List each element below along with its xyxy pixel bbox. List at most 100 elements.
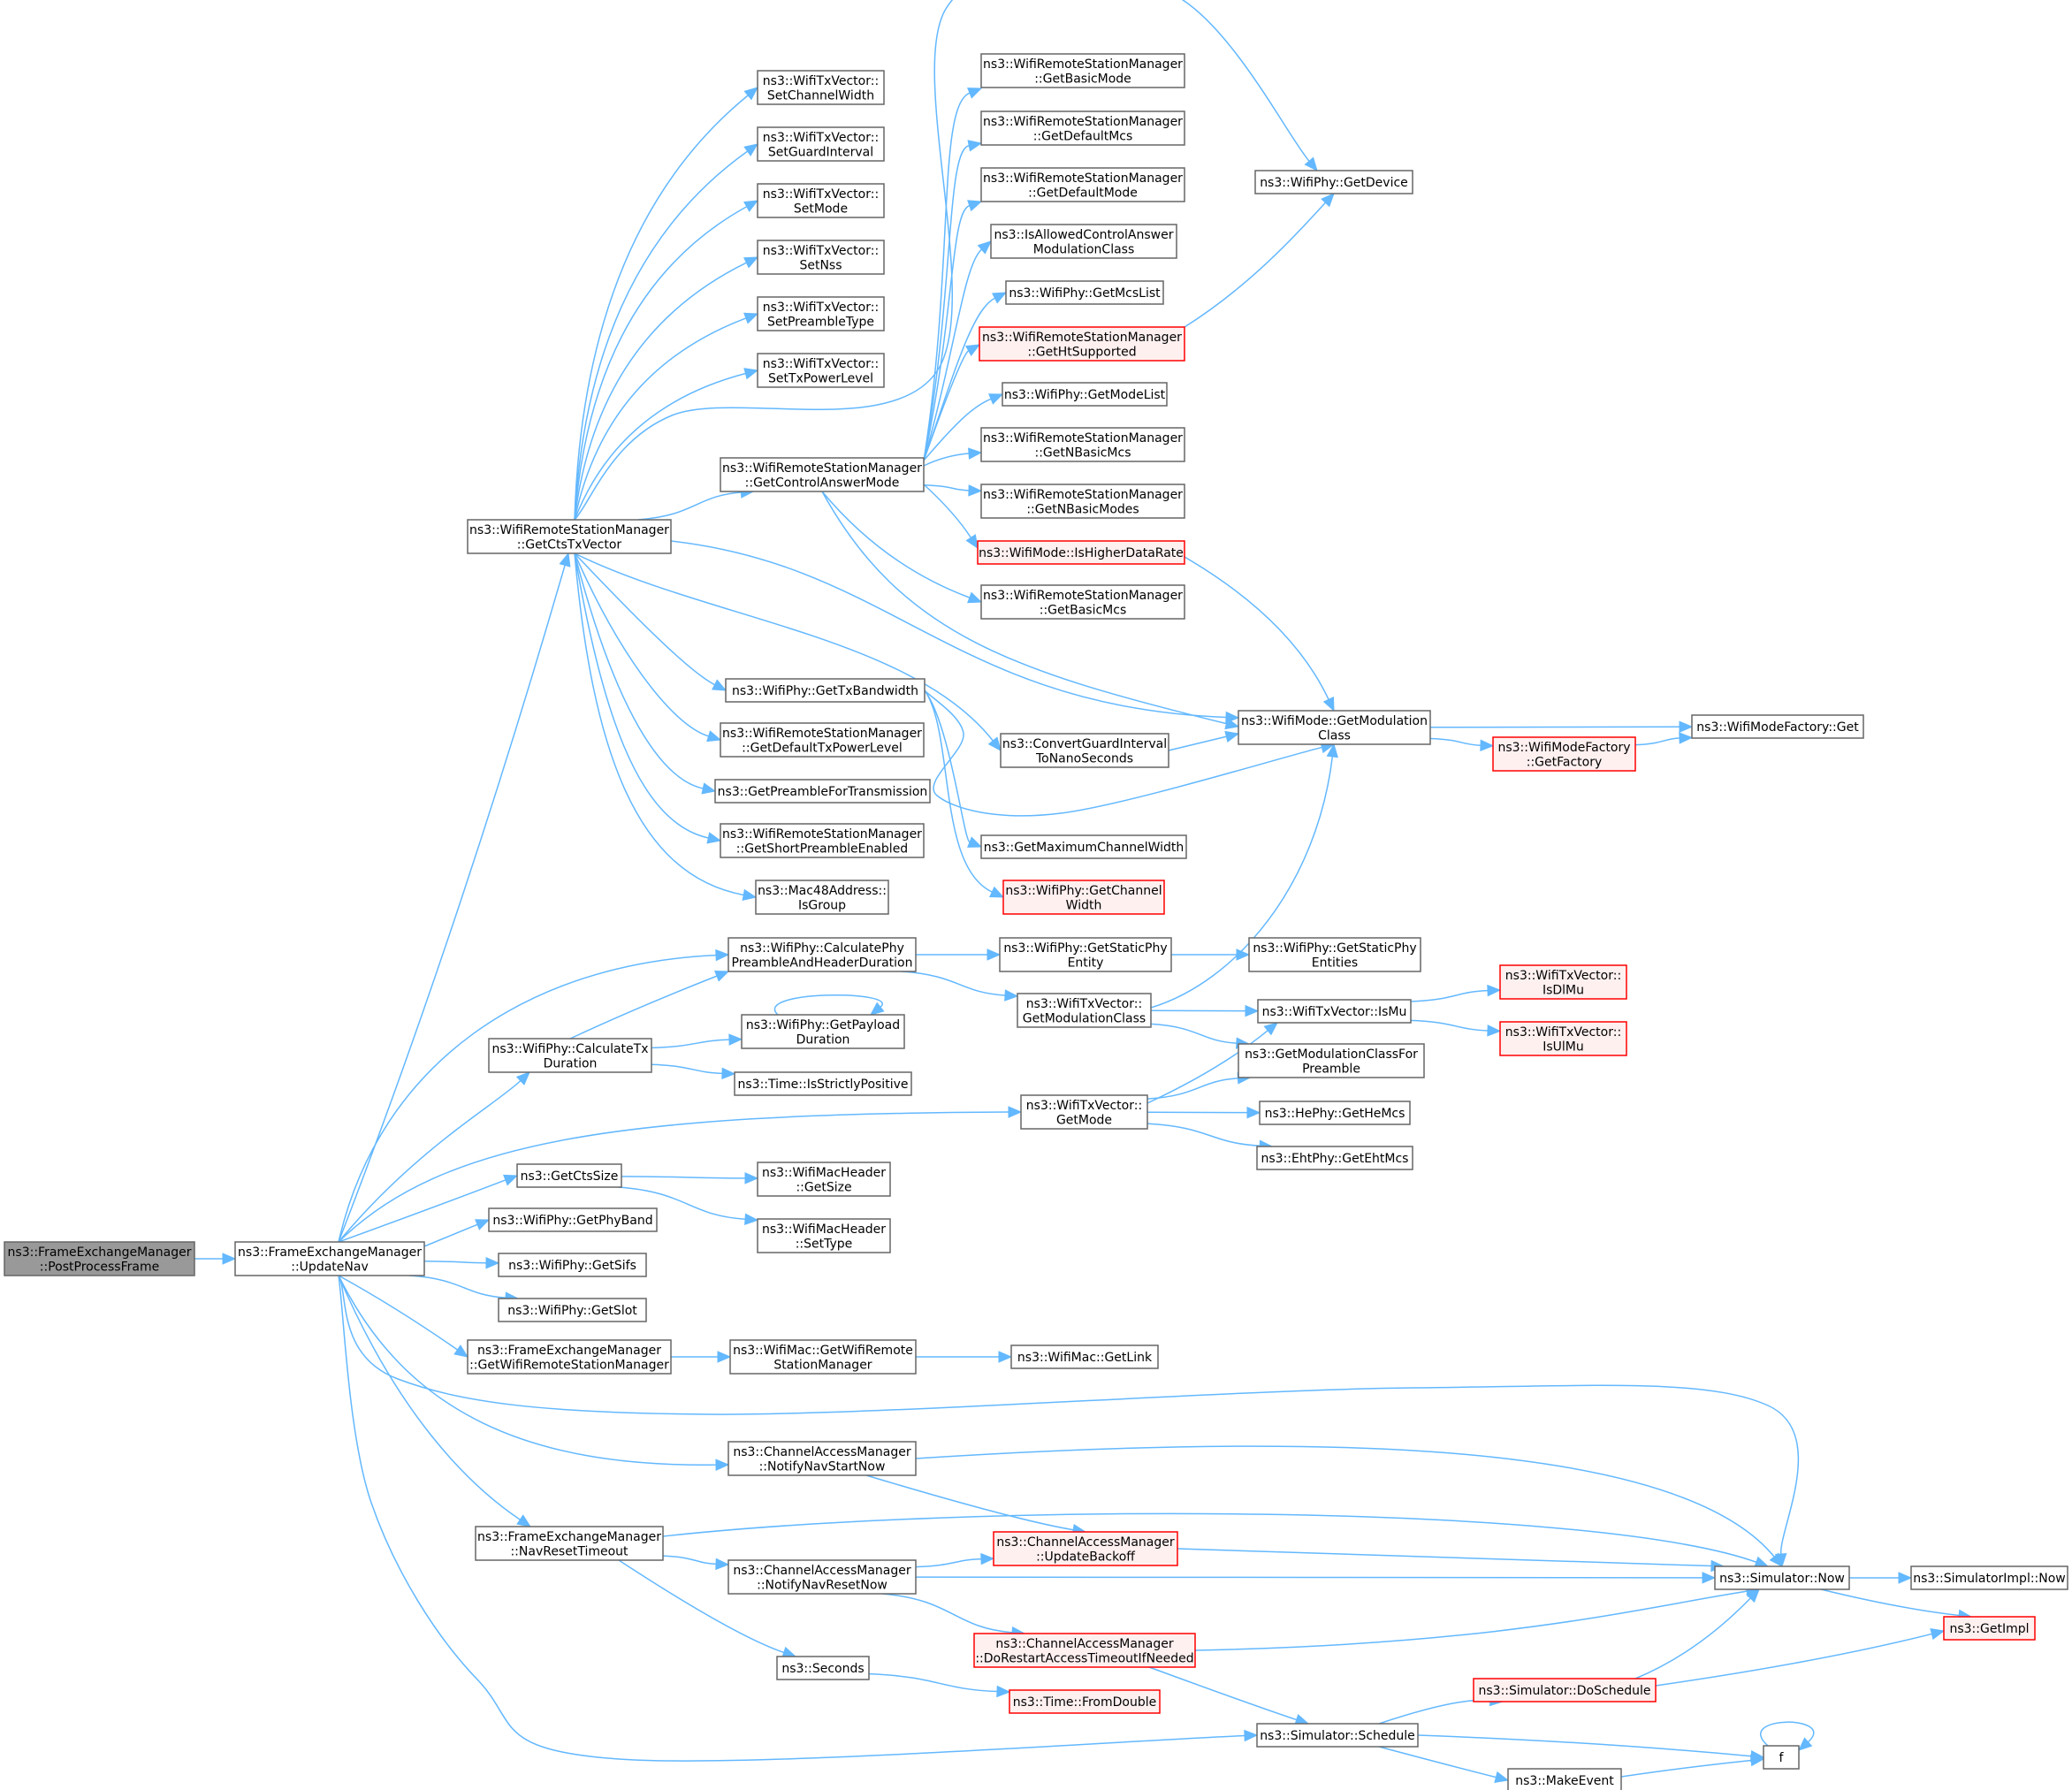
node-updateBackoff[interactable]: ns3::ChannelAccessManager::UpdateBackoff xyxy=(993,1531,1178,1566)
node-getHtSup[interactable]: ns3::WifiRemoteStationManager::GetHtSupp… xyxy=(979,326,1185,362)
node-isUlMu[interactable]: ns3::WifiTxVector::IsUlMu xyxy=(1499,1021,1627,1056)
node-notifyNavStart[interactable]: ns3::ChannelAccessManager::NotifyNavStar… xyxy=(727,1441,917,1476)
edge-getCtsTx-to-setTxP xyxy=(574,368,759,521)
node-label: ns3::WifiMacHeader xyxy=(762,1166,886,1180)
node-makeEvent[interactable]: ns3::MakeEvent xyxy=(1507,1768,1622,1790)
node-getNBasicModes[interactable]: ns3::WifiRemoteStationManager::GetNBasic… xyxy=(980,484,1185,519)
node-txvGetModClass[interactable]: ns3::WifiTxVector::GetModulationClass xyxy=(1017,993,1152,1028)
node-setChW[interactable]: ns3::WifiTxVector::SetChannelWidth xyxy=(757,70,885,105)
node-txvGetMode[interactable]: ns3::WifiTxVector::GetMode xyxy=(1020,1094,1148,1130)
node-setMode[interactable]: ns3::WifiTxVector::SetMode xyxy=(757,183,885,218)
node-getHeMcs[interactable]: ns3::HePhy::GetHeMcs xyxy=(1259,1101,1411,1125)
edge-getCtrlAns-to-getNBasicModes xyxy=(923,484,983,497)
edge-arrowhead xyxy=(988,393,1004,405)
node-getShortPre[interactable]: ns3::WifiRemoteStationManager::GetShortP… xyxy=(720,823,925,858)
node-isHigher[interactable]: ns3::WifiMode::IsHigherDataRate xyxy=(977,540,1185,565)
edge-line xyxy=(1378,1746,1497,1779)
node-notifyNavReset[interactable]: ns3::ChannelAccessManager::NotifyNavRese… xyxy=(727,1559,917,1595)
node-label: ::GetWifiRemoteStationManager xyxy=(469,1358,669,1372)
node-updateNav[interactable]: ns3::FrameExchangeManager::UpdateNav xyxy=(234,1241,425,1276)
node-box xyxy=(727,937,917,972)
node-isMu[interactable]: ns3::WifiTxVector::IsMu xyxy=(1257,999,1412,1024)
node-getDevice[interactable]: ns3::WifiPhy::GetDevice xyxy=(1254,170,1413,194)
node-getMaxChW[interactable]: ns3::GetMaximumChannelWidth xyxy=(980,834,1187,859)
node-getMcsList[interactable]: ns3::WifiPhy::GetMcsList xyxy=(1005,280,1164,305)
node-setPre[interactable]: ns3::WifiTxVector::SetPreambleType xyxy=(757,296,885,331)
node-fromDouble[interactable]: ns3::Time::FromDouble xyxy=(1009,1689,1161,1714)
node-getBasicMode[interactable]: ns3::WifiRemoteStationManager::GetBasicM… xyxy=(980,53,1185,88)
edge-getCtrlAns-to-getDefMcs xyxy=(923,140,983,461)
node-box xyxy=(1910,1565,2068,1590)
edge-arrowhead xyxy=(967,200,983,212)
node-getDefMode[interactable]: ns3::WifiRemoteStationManager::GetDefaul… xyxy=(980,167,1185,202)
node-getTxBw[interactable]: ns3::WifiPhy::GetTxBandwidth xyxy=(725,678,926,703)
node-setGI[interactable]: ns3::WifiTxVector::SetGuardInterval xyxy=(757,126,885,162)
edge-arrowhead xyxy=(967,836,983,848)
node-getCtrlAns[interactable]: ns3::WifiRemoteStationManager::GetContro… xyxy=(720,457,925,492)
node-calcPhyPre[interactable]: ns3::WifiPhy::CalculatePhyPreambleAndHea… xyxy=(727,937,917,972)
node-getSlot[interactable]: ns3::WifiPhy::GetSlot xyxy=(498,1298,647,1322)
edge-arrowhead xyxy=(717,1351,732,1363)
node-setTxP[interactable]: ns3::WifiTxVector::SetTxPowerLevel xyxy=(757,353,885,388)
node-getModeList[interactable]: ns3::WifiPhy::GetModeList xyxy=(1002,382,1168,407)
node-macGetLink[interactable]: ns3::WifiMac::GetLink xyxy=(1010,1344,1159,1369)
node-getNBasicMcs[interactable]: ns3::WifiRemoteStationManager::GetNBasic… xyxy=(980,427,1185,462)
node-simImplNow[interactable]: ns3::SimulatorImpl::Now xyxy=(1910,1565,2068,1590)
edge-line xyxy=(924,689,1322,817)
node-simNow[interactable]: ns3::Simulator::Now xyxy=(1714,1565,1850,1590)
node-isStrictlyPos[interactable]: ns3::Time::IsStrictlyPositive xyxy=(734,1071,912,1096)
node-wmfGetFactory[interactable]: ns3::WifiModeFactory::GetFactory xyxy=(1492,736,1636,772)
node-doRestart[interactable]: ns3::ChannelAccessManager::DoRestartAcce… xyxy=(973,1633,1196,1668)
edge-line xyxy=(408,1275,507,1299)
node-label: GetModulationClass xyxy=(1023,1011,1146,1025)
node-label: ns3::WifiTxVector:: xyxy=(1026,1099,1142,1113)
node-wmfGet[interactable]: ns3::WifiModeFactory::Get xyxy=(1691,714,1864,739)
edge-txvGetMode-to-getEhtMcs xyxy=(1146,1123,1274,1152)
node-isDlMu[interactable]: ns3::WifiTxVector::IsDlMu xyxy=(1499,964,1627,1000)
node-isAllowed[interactable]: ns3::IsAllowedControlAnswerModulationCla… xyxy=(990,224,1177,259)
node-box xyxy=(488,1207,658,1232)
node-getDefTxPow[interactable]: ns3::WifiRemoteStationManager::GetDefaul… xyxy=(720,722,925,758)
node-getCtsTx[interactable]: ns3::WifiRemoteStationManager::GetCtsTxV… xyxy=(467,519,672,554)
edge-line xyxy=(338,1275,458,1351)
node-getEhtMcs[interactable]: ns3::EhtPhy::GetEhtMcs xyxy=(1256,1146,1413,1170)
node-schedule[interactable]: ns3::Simulator::Schedule xyxy=(1256,1723,1419,1748)
node-label: Preamble xyxy=(1302,1062,1360,1076)
edge-calcTxDur-to-getPayloadDur xyxy=(651,1033,743,1049)
node-getCtsSize[interactable]: ns3::GetCtsSize xyxy=(516,1163,622,1188)
node-getModClass[interactable]: ns3::WifiMode::GetModulationClass xyxy=(1238,710,1431,745)
node-setNss[interactable]: ns3::WifiTxVector::SetNss xyxy=(757,240,885,275)
node-getDefMcs[interactable]: ns3::WifiRemoteStationManager::GetDefaul… xyxy=(980,110,1185,146)
node-getBasicMcs[interactable]: ns3::WifiRemoteStationManager::GetBasicM… xyxy=(980,584,1185,620)
node-getSifs[interactable]: ns3::WifiPhy::GetSifs xyxy=(498,1253,647,1277)
node-seconds[interactable]: ns3::Seconds xyxy=(776,1656,870,1680)
node-root[interactable]: ns3::FrameExchangeManager::PostProcessFr… xyxy=(4,1241,195,1276)
edge-updateBackoff-to-simNow xyxy=(1177,1548,1725,1573)
edge-line xyxy=(1760,1721,1815,1747)
node-label: Entities xyxy=(1312,956,1358,970)
node-macSetType[interactable]: ns3::WifiMacHeader::SetType xyxy=(757,1218,891,1253)
edge-femGetWrsm-to-macGetWrsm xyxy=(670,1351,732,1363)
node-doSchedule[interactable]: ns3::Simulator::DoSchedule xyxy=(1473,1678,1657,1702)
node-getImpl[interactable]: ns3::GetImpl xyxy=(1943,1616,2036,1641)
node-box xyxy=(980,584,1185,620)
node-label: Duration xyxy=(796,1032,850,1047)
node-getPreForTx[interactable]: ns3::GetPreambleForTransmission xyxy=(714,779,931,804)
node-box xyxy=(741,1014,905,1049)
node-f[interactable]: f xyxy=(1763,1745,1800,1770)
node-isGroup[interactable]: ns3::Mac48Address::IsGroup xyxy=(755,880,889,915)
node-navResetTimeout[interactable]: ns3::FrameExchangeManager::NavResetTimeo… xyxy=(475,1526,664,1561)
edge-notifyNavStart-to-updateBackoff xyxy=(865,1474,1087,1536)
node-getPhyBand[interactable]: ns3::WifiPhy::GetPhyBand xyxy=(488,1207,658,1232)
edge-getCtrlAns-to-getNBasicMcs xyxy=(923,447,983,467)
node-femGetWrsm[interactable]: ns3::FrameExchangeManager::GetWifiRemote… xyxy=(467,1339,672,1375)
node-macGetWrsm[interactable]: ns3::WifiMac::GetWifiRemoteStationManage… xyxy=(729,1339,917,1375)
node-macGetSize[interactable]: ns3::WifiMacHeader::GetSize xyxy=(757,1162,891,1197)
